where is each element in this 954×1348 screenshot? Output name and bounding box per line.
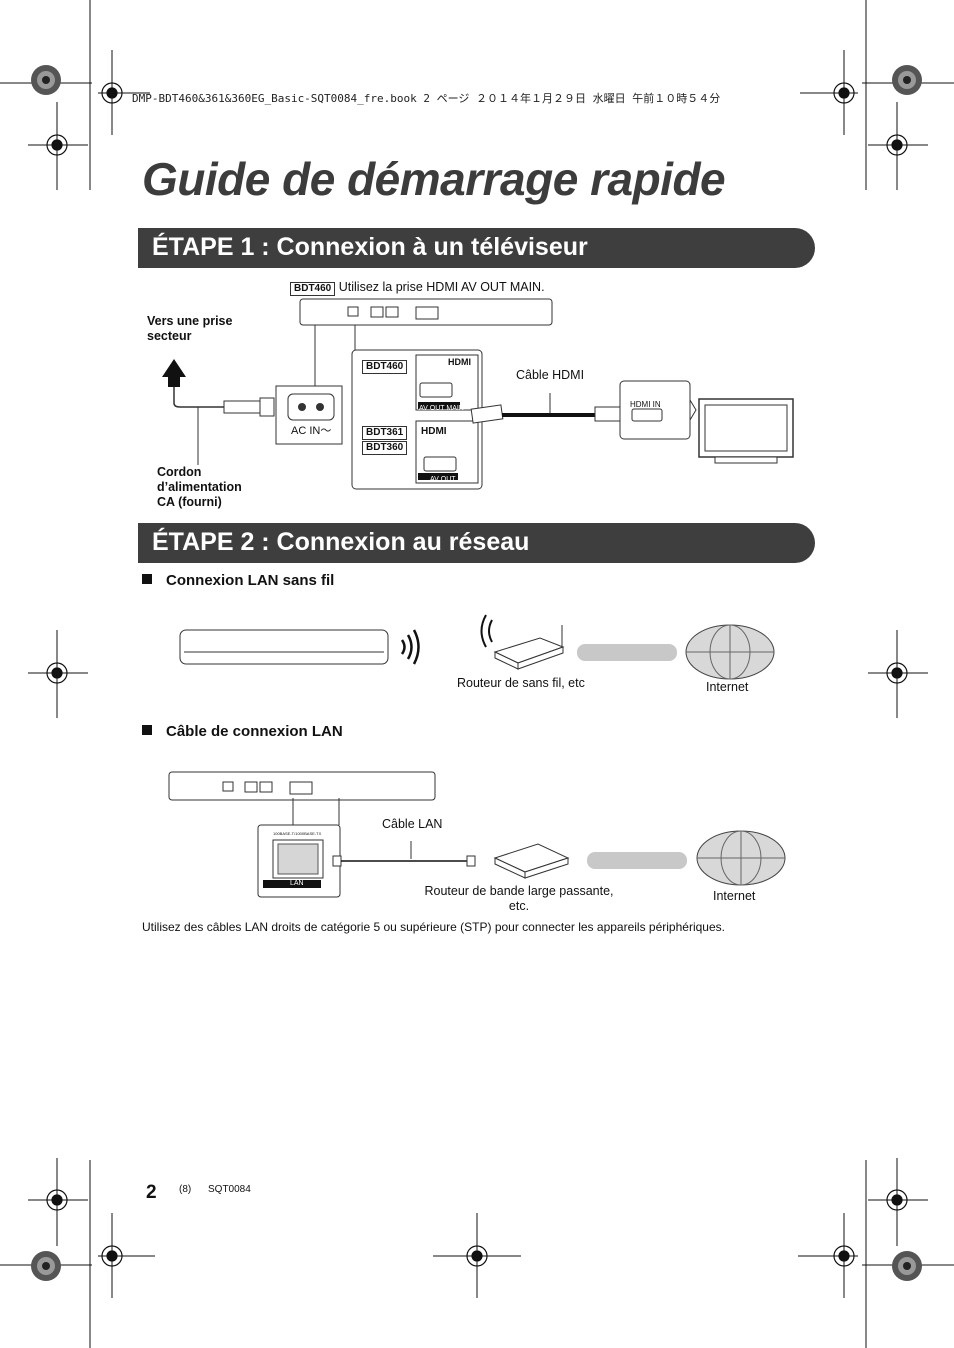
- player-rear-panel-2: [168, 771, 436, 801]
- page-ref: (8): [179, 1184, 192, 1195]
- lan-port-icon: [415, 306, 439, 320]
- hdmi-cable-label: Câble HDMI: [516, 368, 585, 382]
- model-note-text: Utilisez la prise HDMI AV OUT MAIN.: [338, 280, 545, 294]
- wireless-router-label: Routeur de sans fil, etc: [457, 676, 585, 690]
- up-arrow-icon: [162, 359, 186, 387]
- hdmi-port-av-out: [423, 456, 457, 472]
- lan-cable-note: Utilisez des câbles LAN droits de catégo…: [142, 920, 725, 934]
- lan-cable-label: Câble LAN: [382, 817, 443, 831]
- print-header: DMP-BDT460&361&360EG_Basic-SQT0084_fre.b…: [132, 92, 721, 105]
- badge-bdt460: BDT460: [362, 356, 408, 374]
- lan-port-spec: 100BASE-T/1000BASE-TX: [273, 831, 322, 836]
- step2-heading-bar: ÉTAPE 2 : Connexion au réseau: [138, 523, 815, 563]
- player-front-icon: [179, 629, 389, 665]
- broadband-router-label: Routeur de bande large passante, etc.: [424, 884, 614, 913]
- router-wifi-icon: [488, 619, 493, 643]
- player-rear-panel: [299, 298, 553, 326]
- bullet-square-icon: [142, 725, 152, 735]
- model-note: BDT460 Utilisez la prise HDMI AV OUT MAI…: [290, 280, 545, 296]
- wifi-waves-icon: [400, 639, 406, 655]
- power-outlet-label: Vers une prise secteur: [147, 314, 233, 343]
- hdmi-port-main: [419, 382, 453, 398]
- internet-label-1: Internet: [706, 680, 749, 694]
- bullet-square-icon: [142, 574, 152, 584]
- port-label-av-out: AV OUT: [430, 476, 456, 483]
- tv-hdmi-in-panel: [619, 380, 691, 440]
- port-label-av-out-main: AV OUT MAIN: [419, 405, 464, 412]
- internet-label-2: Internet: [713, 889, 756, 903]
- ac-inlet-panel: [275, 385, 343, 445]
- ac-in-label: AC IN～: [291, 425, 332, 437]
- page-number: 2: [146, 1182, 157, 1203]
- connection-bar: [577, 644, 677, 661]
- tv-icon: [698, 398, 794, 458]
- power-cord-label: Cordon d’alimentation CA (fourni): [157, 465, 242, 509]
- badge-bdt360: BDT360: [362, 437, 408, 455]
- doc-code: SQT0084: [208, 1184, 251, 1195]
- connection-bar-2: [587, 852, 687, 869]
- badge-bdt361: BDT361: [362, 422, 408, 440]
- lan-jack-icon: [277, 843, 319, 875]
- step1-heading: ÉTAPE 1 : Connexion à un téléviseur: [152, 233, 588, 261]
- hdmi-logo-2: HDMI: [421, 426, 447, 437]
- wireless-diagram: [179, 614, 775, 680]
- wired-lan-heading: Câble de connexion LAN: [142, 723, 343, 740]
- step2-heading: ÉTAPE 2 : Connexion au réseau: [152, 528, 530, 556]
- lan-port-rear: [289, 781, 313, 795]
- lan-port-label: LAN: [290, 880, 304, 887]
- ac-port-icon: [347, 306, 359, 317]
- wireless-lan-heading: Connexion LAN sans fil: [142, 572, 334, 589]
- wired-diagram: [168, 771, 786, 898]
- hdmi-in-label: HDMI IN: [630, 400, 661, 409]
- model-badge: BDT460: [290, 282, 336, 296]
- step1-heading-bar: ÉTAPE 1 : Connexion à un téléviseur: [138, 228, 815, 268]
- hdmi-logo-1: HDMI: [448, 357, 471, 367]
- page-title: Guide de démarrage rapide: [142, 153, 726, 205]
- tv-connection-diagram: [162, 298, 794, 490]
